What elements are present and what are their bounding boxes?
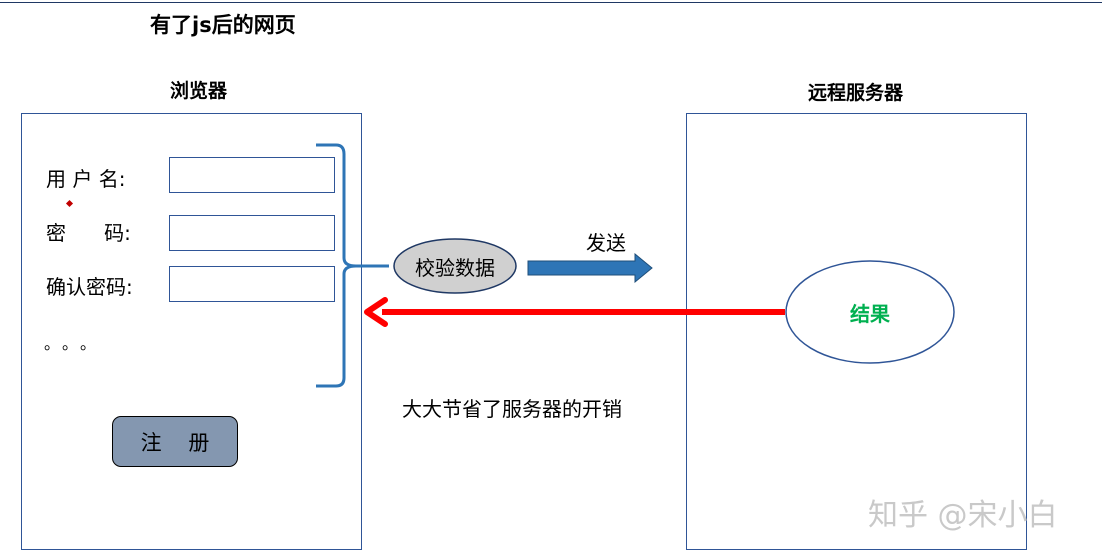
username-label: 用 户 名: [46,167,126,191]
browser-header: 浏览器 [170,80,228,102]
validate-label: 校验数据 [415,255,495,280]
password-label: 密 码: [46,221,131,245]
top-rule [0,2,1102,3]
register-button[interactable]: 注 册 [112,416,238,467]
server-header: 远程服务器 [808,82,904,104]
send-arrow [527,252,653,284]
server-panel [686,113,1027,550]
field-group-brace [316,143,389,388]
username-input[interactable] [169,157,335,193]
page-title: 有了js后的网页 [150,13,296,37]
password-input[interactable] [169,215,335,251]
watermark-text: 知乎 @宋小白 [868,498,1058,533]
result-ellipse [785,260,955,364]
savings-note: 大大节省了服务器的开销 [402,397,622,421]
result-label: 结果 [850,301,890,326]
ellipsis-text: 。。。 [44,334,107,353]
confirm-password-input[interactable] [169,266,335,302]
validate-ellipse [393,238,517,294]
return-arrow-head [364,297,388,327]
send-label: 发送 [586,231,626,255]
confirm-password-label: 确认密码: [46,275,133,299]
